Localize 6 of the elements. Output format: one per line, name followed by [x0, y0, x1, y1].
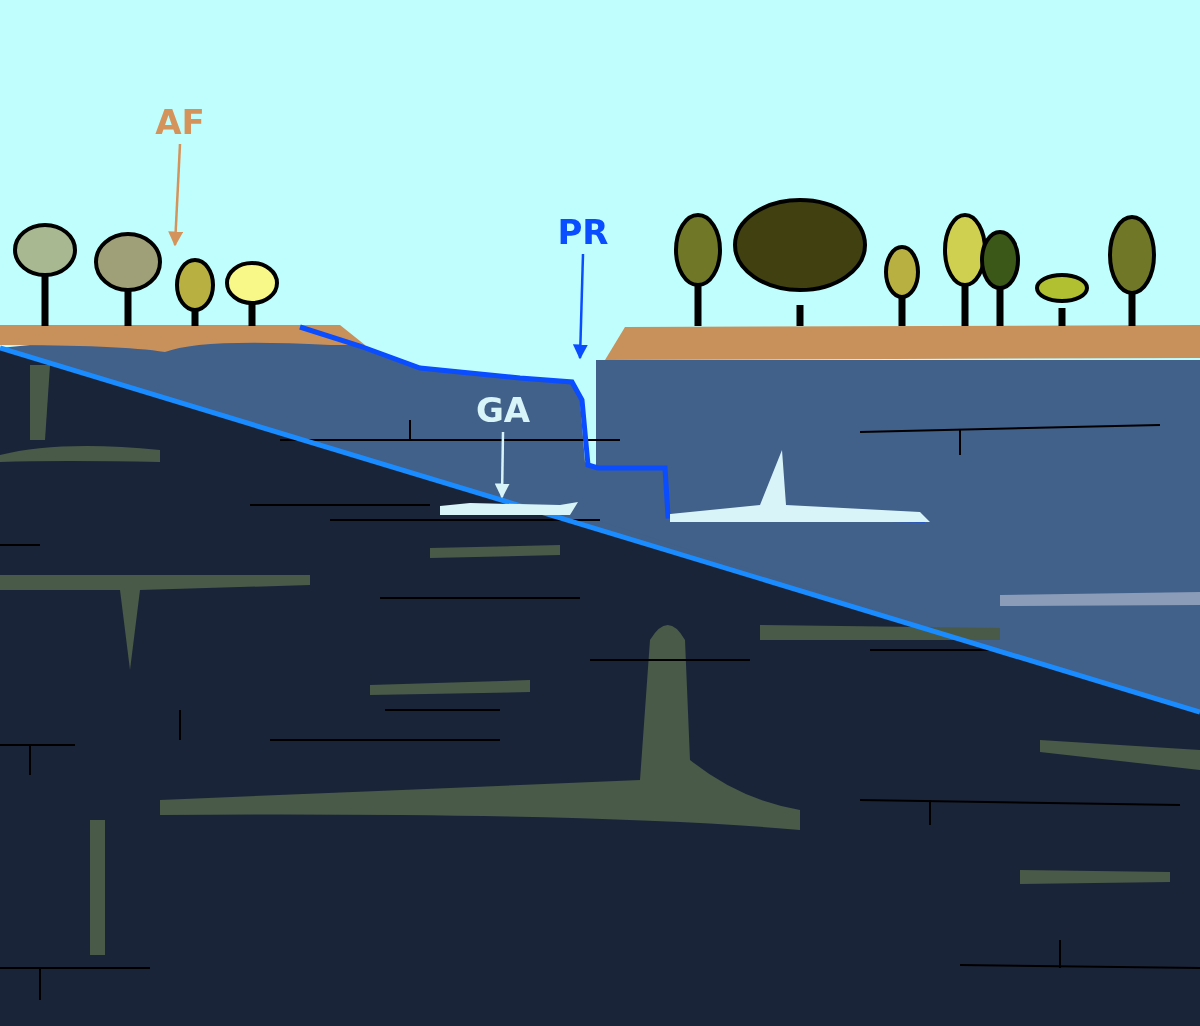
leader-line [494, 431, 510, 499]
leader-line [572, 253, 588, 360]
callout-label: GA [475, 392, 531, 428]
callout-label: AF [155, 104, 205, 140]
callout-label: PR [557, 214, 609, 250]
leader-line [168, 143, 184, 247]
